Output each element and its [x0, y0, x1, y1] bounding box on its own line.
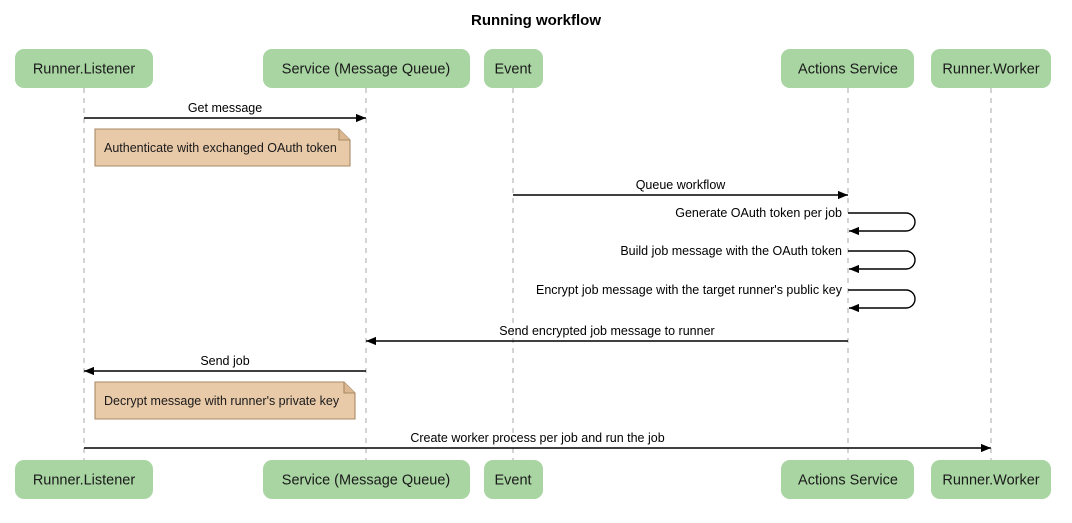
self-loop-path: [848, 289, 916, 313]
note-fold-corner-icon: [338, 129, 350, 141]
page-title: Running workflow: [471, 12, 601, 29]
message-label: Send encrypted job message to runner: [499, 324, 714, 338]
note-label: Decrypt message with runner's private ke…: [104, 394, 340, 408]
participant-box: [484, 49, 543, 88]
participant-box: [15, 460, 153, 499]
participant-actions-top[interactable]: Actions Service: [781, 49, 914, 88]
participant-label: Runner.Worker: [942, 472, 1039, 488]
participant-box: [15, 49, 153, 88]
participant-queue-bottom[interactable]: Service (Message Queue): [263, 460, 470, 499]
message-label: Send job: [200, 354, 249, 368]
lifelines-group: [83, 88, 992, 460]
participant-box: [931, 49, 1051, 88]
participant-event-top[interactable]: Event: [484, 49, 543, 88]
message-m8[interactable]: Create worker process per job and run th…: [84, 431, 991, 453]
participant-label: Event: [494, 472, 531, 488]
participant-box: [931, 460, 1051, 499]
note-body: [94, 128, 351, 167]
note-fold-corner-icon: [343, 382, 355, 394]
participant-label: Runner.Worker: [942, 61, 1039, 77]
participant-listener-top[interactable]: Runner.Listener: [15, 49, 153, 88]
participant-actions-bottom[interactable]: Actions Service: [781, 460, 914, 499]
message-m4[interactable]: Build job message with the OAuth token: [620, 244, 916, 274]
participant-worker-top[interactable]: Runner.Worker: [931, 49, 1051, 88]
message-label: Get message: [188, 101, 262, 115]
message-m7[interactable]: Send job: [84, 354, 366, 376]
participant-label: Runner.Listener: [33, 472, 136, 488]
message-m5[interactable]: Encrypt job message with the target runn…: [536, 283, 916, 313]
participant-label: Event: [494, 61, 531, 77]
message-m3[interactable]: Generate OAuth token per job: [675, 206, 916, 236]
participant-label: Actions Service: [798, 61, 898, 77]
participant-queue-top[interactable]: Service (Message Queue): [263, 49, 470, 88]
participant-label: Service (Message Queue): [282, 61, 450, 77]
participant-listener-bottom[interactable]: Runner.Listener: [15, 460, 153, 499]
participant-box: [781, 49, 914, 88]
participants-top-group: Runner.Listener Service (Message Queue) Ev…: [15, 49, 1051, 88]
message-label: Queue workflow: [636, 178, 727, 192]
participant-event-bottom[interactable]: Event: [484, 460, 543, 499]
message-label: Generate OAuth token per job: [675, 206, 842, 220]
participant-box: [263, 49, 470, 88]
note-label: Authenticate with exchanged OAuth token: [104, 141, 337, 155]
participant-label: Runner.Listener: [33, 61, 136, 77]
participants-bottom-group: Runner.Listener Service (Message Queue) Ev…: [15, 460, 1051, 499]
participant-box: [781, 460, 914, 499]
note-n2: Decrypt message with runner's private ke…: [94, 381, 356, 420]
self-loop-path: [848, 212, 916, 236]
message-m6[interactable]: Send encrypted job message to runner: [366, 324, 848, 346]
participant-worker-bottom[interactable]: Runner.Worker: [931, 460, 1051, 499]
self-loop-path: [848, 250, 916, 274]
message-m2[interactable]: Queue workflow: [513, 178, 848, 200]
notes-group: Authenticate with exchanged OAuth tokenD…: [94, 128, 356, 420]
message-label: Build job message with the OAuth token: [620, 244, 842, 258]
note-n1: Authenticate with exchanged OAuth token: [94, 128, 351, 167]
message-m1[interactable]: Get message: [84, 101, 366, 123]
message-label: Encrypt job message with the target runn…: [536, 283, 843, 297]
message-label: Create worker process per job and run th…: [410, 431, 664, 445]
note-body: [94, 381, 356, 420]
participant-box: [484, 460, 543, 499]
participant-label: Actions Service: [798, 472, 898, 488]
participant-box: [263, 460, 470, 499]
participant-label: Service (Message Queue): [282, 472, 450, 488]
